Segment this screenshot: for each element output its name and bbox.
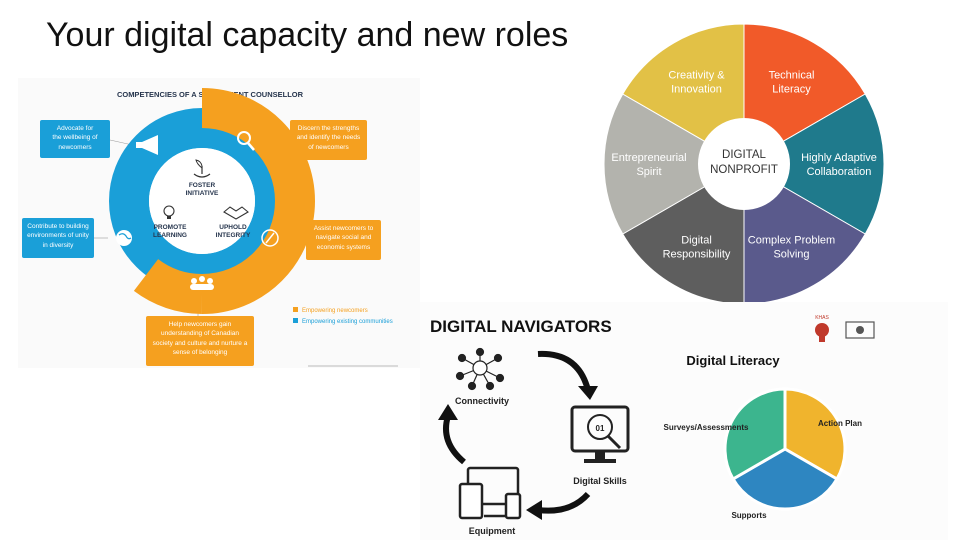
help-line: society and culture and nurture a — [150, 339, 250, 348]
help-line: understanding of Canadian — [150, 329, 250, 338]
discern-line: of newcomers — [294, 143, 363, 152]
nonprofit-segment-label: Innovation — [671, 84, 722, 96]
advocate-line: Advocate for — [44, 124, 106, 133]
nonprofit-segment-label: Digital — [681, 234, 712, 246]
supports-label: Supports — [731, 511, 767, 520]
navigators-title: DIGITAL NAVIGATORS — [430, 317, 612, 336]
assist-line: economic systems — [310, 243, 377, 252]
nonprofit-segment-label: Highly Adaptive — [801, 152, 877, 164]
assist-line: navigate social and — [310, 233, 377, 242]
devices-icon — [460, 468, 520, 518]
khas-logo: KHAS — [815, 315, 829, 342]
network-icon — [457, 349, 504, 390]
nonprofit-center-line2: NONPROFIT — [710, 164, 778, 176]
nonprofit-segment-label: Spirit — [636, 166, 661, 178]
digital-navigators-graphic: DIGITAL NAVIGATORS KHAS Connectivity — [420, 302, 948, 540]
equipment-label: Equipment — [469, 526, 516, 536]
assist-box: Assist newcomers to navigate social and … — [306, 220, 381, 260]
action-plan-label: Action Plan — [818, 419, 862, 428]
legend-swatch-blue — [293, 318, 298, 323]
arrow-head — [438, 404, 458, 420]
foster-label-line2: INITIATIVE — [186, 190, 219, 197]
monitor-circuit-icon: 01 — [572, 407, 628, 463]
promote-label-line2: LEARNING — [153, 232, 187, 239]
help-box: Help newcomers gain understanding of Can… — [146, 316, 254, 366]
legend-swatch-orange — [293, 307, 298, 312]
digital-navigators-panel: DIGITAL NAVIGATORS KHAS Connectivity — [420, 302, 948, 540]
nonprofit-segment-label: Complex Problem — [748, 234, 835, 246]
digital-literacy-title: Digital Literacy — [686, 353, 780, 368]
nonprofit-center-line1: DIGITAL — [722, 149, 766, 161]
digital-skills-label: Digital Skills — [573, 476, 627, 486]
advocate-box: Advocate for the wellbeing of newcomers — [40, 120, 110, 158]
advocate-line: newcomers — [44, 143, 106, 152]
discern-line: Discern the strengths — [294, 124, 363, 133]
nonprofit-segment-label: Responsibility — [663, 248, 731, 260]
settlement-competencies-panel: COMPETENCIES OF A SETTLEMENT COUNSELLOR — [18, 78, 420, 368]
discern-box: Discern the strengths and identify the n… — [290, 120, 367, 160]
arrow-head — [526, 500, 542, 520]
nonprofit-segment-label: Collaboration — [807, 166, 872, 178]
digital-nonprofit-wheel: DIGITAL NONPROFIT TechnicalLiteracyHighl… — [600, 20, 890, 302]
assist-line: Assist newcomers to — [310, 224, 377, 233]
khas-logo-text: KHAS — [815, 315, 829, 321]
slide-title: Your digital capacity and new roles — [46, 16, 568, 55]
contribute-box: Contribute to building environments of u… — [22, 218, 94, 258]
surveys-label: Surveys/Assessments — [664, 423, 749, 432]
discern-line: and identify the needs — [294, 133, 363, 142]
uphold-label-line2: INTEGRITY — [216, 232, 251, 239]
advocate-line: the wellbeing of — [44, 133, 106, 142]
connectivity-label: Connectivity — [455, 396, 509, 406]
legend-blue-label: Empowering existing communities — [302, 319, 393, 325]
cycle-arrow — [538, 494, 588, 511]
cycle-arrow — [446, 416, 464, 462]
cycle-arrow — [538, 354, 588, 390]
help-line: Help newcomers gain — [150, 320, 250, 329]
svg-text:01: 01 — [596, 424, 605, 433]
nonprofit-segment-label: Technical — [769, 70, 815, 82]
globe-icon — [116, 230, 132, 246]
help-line: sense of belonging — [150, 348, 250, 357]
digital-literacy-pie — [725, 389, 845, 509]
nonprofit-segment-label: Creativity & — [668, 70, 725, 82]
legend-orange-label: Empowering newcomers — [302, 308, 368, 314]
nonprofit-segment-label: Entrepreneurial — [611, 152, 686, 164]
foster-label-line1: FOSTER — [189, 182, 216, 189]
promote-label-line1: PROMOTE — [154, 224, 188, 231]
contribute-line: in diversity — [26, 241, 90, 250]
uphold-label-line1: UPHOLD — [219, 224, 247, 231]
emblem-logo — [846, 322, 874, 338]
contribute-line: environments of unity — [26, 231, 90, 240]
nonprofit-segment-label: Literacy — [772, 84, 811, 96]
contribute-line: Contribute to building — [26, 222, 90, 231]
nonprofit-segment-label: Solving — [773, 248, 809, 260]
arrow-head — [578, 386, 598, 400]
